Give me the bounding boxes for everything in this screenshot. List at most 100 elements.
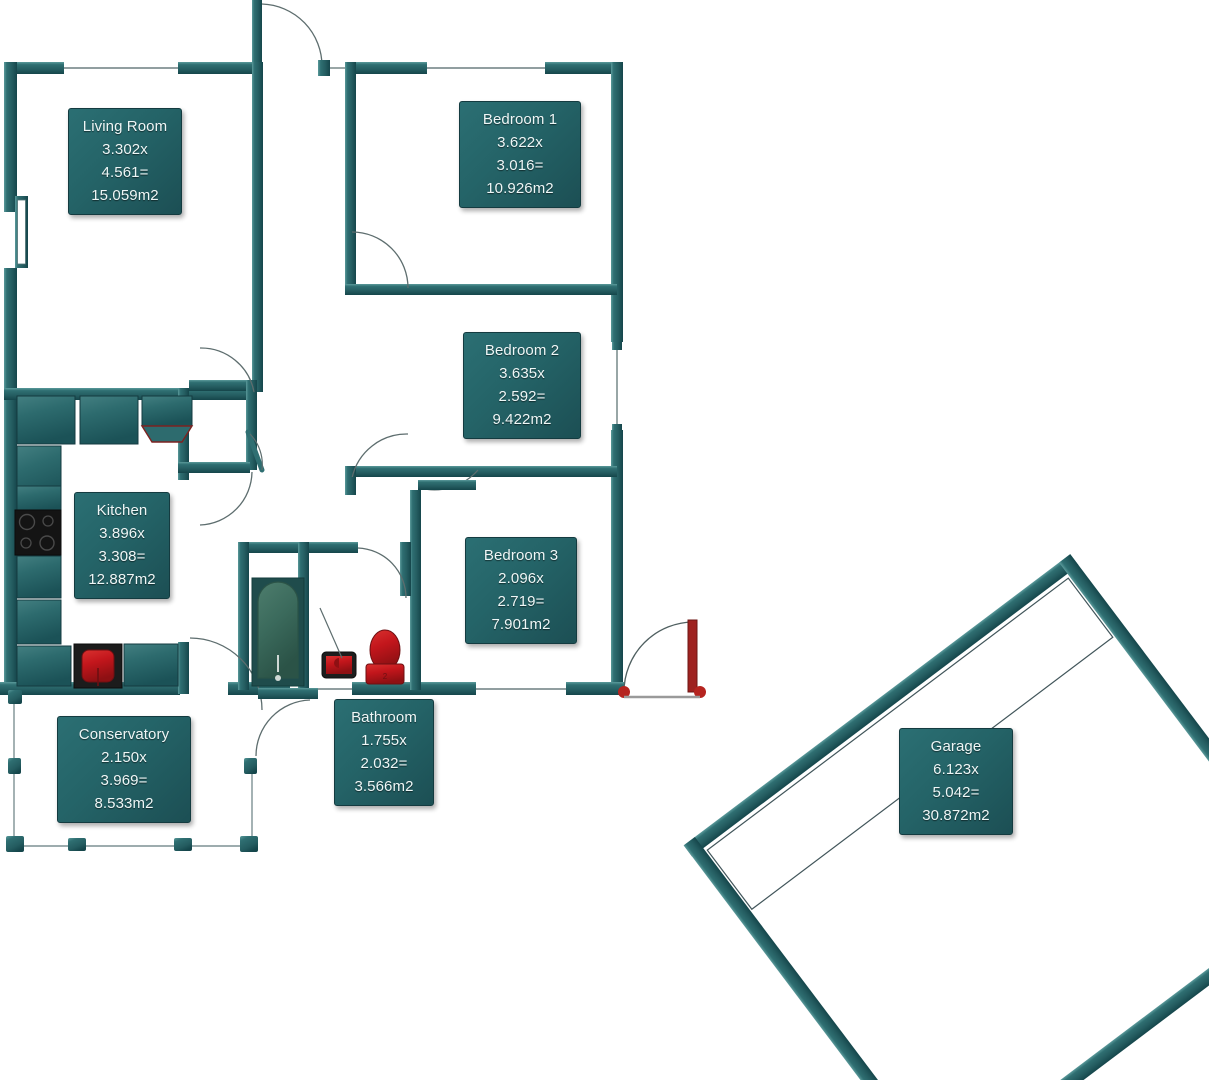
wall-segment — [252, 62, 263, 392]
room-area: 7.901m2 — [491, 616, 551, 633]
wall-segment — [400, 542, 411, 596]
kitchen-conservatory-door-swing[interactable] — [189, 637, 263, 711]
room-label-bathroom: Bathroom 1.755x 2.032= 3.566m2 — [334, 699, 434, 806]
garage-side-door[interactable] — [618, 619, 706, 699]
glazing-post — [240, 836, 258, 852]
wall-segment — [345, 62, 356, 288]
wall-segment — [246, 380, 257, 470]
room-area: 8.533m2 — [94, 795, 154, 812]
kitchen-base-unit — [123, 643, 179, 687]
room-area: 15.059m2 — [91, 187, 159, 204]
room-area: 12.887m2 — [88, 571, 156, 588]
room-width: 3.896x — [99, 525, 145, 542]
toilet: 2 — [365, 629, 405, 685]
glazing-post — [68, 838, 86, 851]
kitchen-hall-door-swing[interactable] — [199, 471, 253, 526]
living-room-window — [15, 196, 28, 268]
bathroom-fixtures: 2 — [251, 577, 405, 687]
wall-segment — [611, 62, 623, 342]
front-door-swing[interactable] — [261, 3, 323, 67]
kitchen-wall-unit — [79, 395, 139, 445]
wash-basin — [319, 607, 357, 679]
wall-segment — [178, 642, 189, 694]
bedroom2-window — [612, 342, 622, 432]
room-label-bedroom-2: Bedroom 2 3.635x 2.592= 9.422m2 — [463, 332, 581, 439]
room-length: 3.969= — [100, 772, 148, 789]
room-width: 6.123x — [933, 761, 979, 778]
wall-segment — [345, 284, 617, 295]
room-width: 3.302x — [102, 141, 148, 158]
room-label-garage: Garage 6.123x 5.042= 30.872m2 — [899, 728, 1013, 835]
wall-segment — [4, 268, 17, 400]
wall-segment — [4, 396, 17, 692]
wall-segment — [352, 682, 408, 695]
room-width: 3.622x — [497, 134, 543, 151]
conservatory-door-swing[interactable] — [255, 699, 311, 757]
conservatory-structure — [6, 690, 258, 852]
kitchen-base-unit — [16, 645, 72, 687]
wall-segment — [345, 62, 427, 74]
room-name: Bedroom 1 — [482, 111, 558, 128]
room-area: 9.422m2 — [492, 411, 552, 428]
washing-machine — [73, 643, 123, 689]
room-label-kitchen: Kitchen 3.896x 3.308= 12.887m2 — [74, 492, 170, 599]
room-area: 30.872m2 — [922, 807, 990, 824]
garage-wall — [1059, 554, 1209, 905]
svg-text:2: 2 — [383, 672, 388, 681]
glazing-post — [244, 758, 257, 774]
room-length: 3.308= — [98, 548, 146, 565]
garage-wall — [683, 554, 1079, 857]
wall-segment — [408, 682, 476, 695]
kitchen-base-unit — [16, 555, 62, 599]
room-name: Kitchen — [96, 502, 148, 519]
kitchen-units — [14, 395, 194, 689]
wall-segment — [238, 542, 249, 690]
bathroom-door-swing[interactable] — [357, 547, 407, 599]
room-width: 2.096x — [498, 570, 544, 587]
room-length: 2.719= — [497, 593, 545, 610]
room-length: 2.032= — [360, 755, 408, 772]
wall-segment — [178, 462, 250, 473]
wall-segment — [545, 62, 623, 74]
room-name: Bedroom 2 — [484, 342, 560, 359]
wall-segment — [566, 682, 624, 695]
room-length: 5.042= — [932, 784, 980, 801]
wall-segment — [345, 466, 617, 477]
kitchen-hob — [14, 509, 62, 556]
wall-segment — [4, 62, 17, 212]
exterior-walls — [0, 0, 624, 695]
room-length: 3.016= — [496, 157, 544, 174]
wall-segment — [418, 480, 476, 490]
wall-segment — [178, 62, 258, 74]
room-length: 2.592= — [498, 388, 546, 405]
room-width: 1.755x — [361, 732, 407, 749]
garage-wall — [683, 837, 953, 1080]
wall-segment — [4, 62, 64, 74]
door-jamb — [318, 60, 330, 76]
bedroom2-door-swing[interactable] — [351, 433, 409, 479]
room-area: 10.926m2 — [486, 180, 554, 197]
room-width: 3.635x — [499, 365, 545, 382]
glazing-post — [8, 758, 21, 774]
bedroom1-door-swing[interactable] — [351, 231, 409, 289]
wall-segment — [345, 477, 356, 495]
room-name: Garage — [930, 738, 982, 755]
room-area: 3.566m2 — [354, 778, 414, 795]
wall-segment — [410, 490, 421, 690]
bathtub — [251, 577, 305, 687]
cupboard-door-swing[interactable] — [249, 433, 263, 471]
room-length: 4.561= — [101, 164, 149, 181]
cupboard-door-leaf[interactable] — [245, 429, 265, 473]
cooker-hood — [140, 395, 194, 443]
living-room-door-swing[interactable] — [199, 347, 255, 393]
wall-segment — [189, 380, 257, 391]
garage-wall — [932, 884, 1209, 1080]
wall-segment — [258, 688, 318, 699]
glazing-post — [6, 836, 24, 852]
room-name: Bathroom — [351, 709, 417, 726]
wall-segment — [611, 430, 623, 692]
kitchen-base-unit — [16, 599, 62, 645]
